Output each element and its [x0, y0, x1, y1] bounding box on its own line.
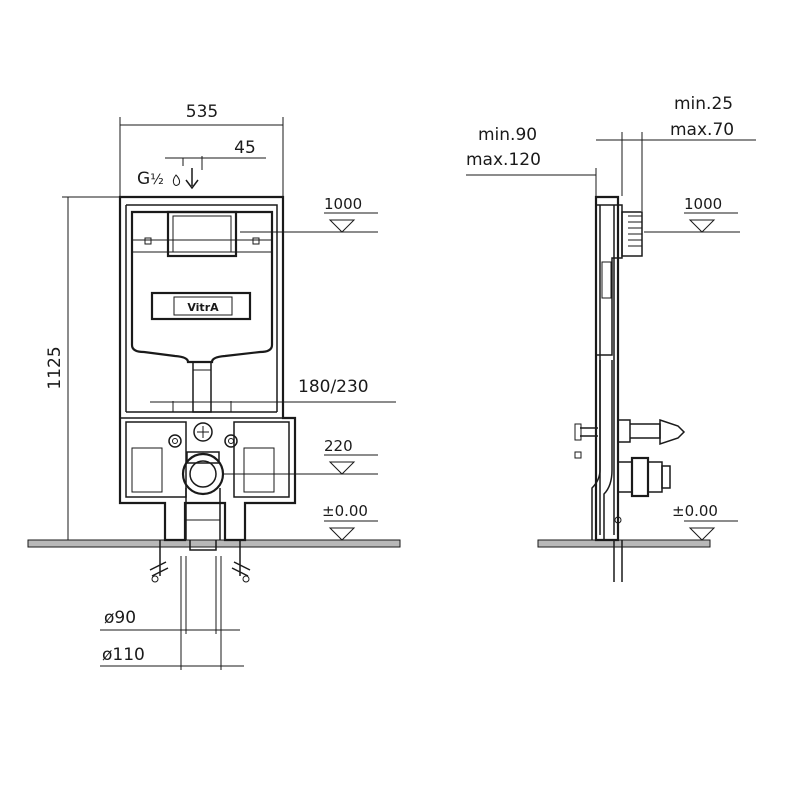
frame-inner-line	[126, 204, 278, 412]
inlet-arrow-icon	[185, 168, 199, 190]
water-drop-icon	[172, 174, 181, 186]
bolt-spacing-label: 180/230	[298, 377, 369, 397]
side-cistern	[596, 204, 623, 356]
side-connector-pipe	[630, 423, 661, 439]
outlet-pipe	[185, 488, 221, 540]
flush-opening	[166, 210, 238, 258]
flush-connector	[193, 422, 213, 442]
side-floor-level-label: ±0.00	[672, 502, 718, 520]
outlet-bend-inner	[189, 460, 217, 488]
side-floor	[537, 539, 711, 548]
frame-lower-right	[233, 421, 290, 498]
anchor-right-bolt	[242, 575, 250, 583]
level-1000-marker	[324, 212, 378, 233]
bolt-left-core	[172, 438, 178, 444]
flush-opening-inner	[172, 215, 232, 253]
side-floor-level-marker	[684, 520, 738, 541]
side-connector-nozzle	[659, 418, 686, 446]
fixing-point-right	[252, 237, 260, 245]
offset-max-label: max.70	[670, 120, 734, 140]
flush-connector-mark	[197, 426, 209, 438]
side-view: min.90 max.120 min.25 max.70 1000 ±0.00	[466, 94, 756, 582]
fixing-point-left	[144, 237, 152, 245]
bolt-left	[168, 434, 182, 448]
side-outlet-ring-2	[647, 461, 663, 493]
side-outlet-ring	[630, 456, 650, 498]
side-level-1000-label: 1000	[684, 195, 722, 213]
brand-logo: VitrA	[187, 301, 219, 314]
d110-label: ø110	[102, 645, 145, 665]
bolt-right-core	[228, 438, 234, 444]
side-pipe-outer	[591, 360, 601, 540]
cistern-body	[130, 210, 274, 364]
outlet-pipe-end	[189, 540, 217, 551]
floor-level-marker	[324, 520, 378, 541]
flush-pipe	[192, 361, 212, 413]
floor-level-label: ±0.00	[322, 502, 368, 520]
side-bolt-nut-2	[574, 451, 582, 459]
front-view: VitrA G½ 535	[27, 102, 401, 670]
outlet-bend-ring	[181, 452, 225, 496]
side-anchor	[613, 540, 623, 582]
height-label: 1125	[45, 346, 65, 389]
side-cistern-window	[601, 261, 612, 299]
inlet-size-label: G½	[137, 169, 164, 189]
depth-min-label: min.90	[478, 125, 537, 145]
bolt-right	[224, 434, 238, 448]
side-connector-base	[617, 419, 631, 443]
side-outlet-cap	[661, 465, 671, 489]
side-level-1000-marker	[684, 212, 738, 233]
side-mount-ribs	[628, 215, 642, 247]
depth-max-label: max.120	[466, 150, 541, 170]
logo-plate	[150, 291, 252, 321]
level-1000-label: 1000	[324, 195, 362, 213]
side-bolt-nut	[574, 423, 582, 441]
bracket-right	[243, 447, 275, 493]
side-frame	[594, 195, 620, 542]
side-outlet-collar	[618, 461, 633, 493]
bracket-left	[131, 447, 163, 493]
side-bolt-rods	[580, 427, 598, 437]
frame-lower-left	[125, 421, 187, 498]
offset-label: 45	[234, 138, 256, 158]
level-220-label: 220	[324, 437, 353, 455]
offset-min-label: min.25	[674, 94, 733, 114]
anchor-left-bolt	[151, 575, 159, 583]
front-floor	[27, 539, 401, 548]
d90-label: ø90	[104, 608, 136, 628]
side-anchor-bolt	[614, 516, 622, 524]
level-220-marker	[324, 454, 378, 475]
side-pipe-inner	[603, 360, 613, 540]
front-frame	[118, 195, 297, 542]
logo-plate-inner	[173, 296, 233, 316]
anchor-right	[231, 540, 251, 577]
anchor-left	[149, 540, 169, 577]
width-label: 535	[186, 102, 218, 122]
